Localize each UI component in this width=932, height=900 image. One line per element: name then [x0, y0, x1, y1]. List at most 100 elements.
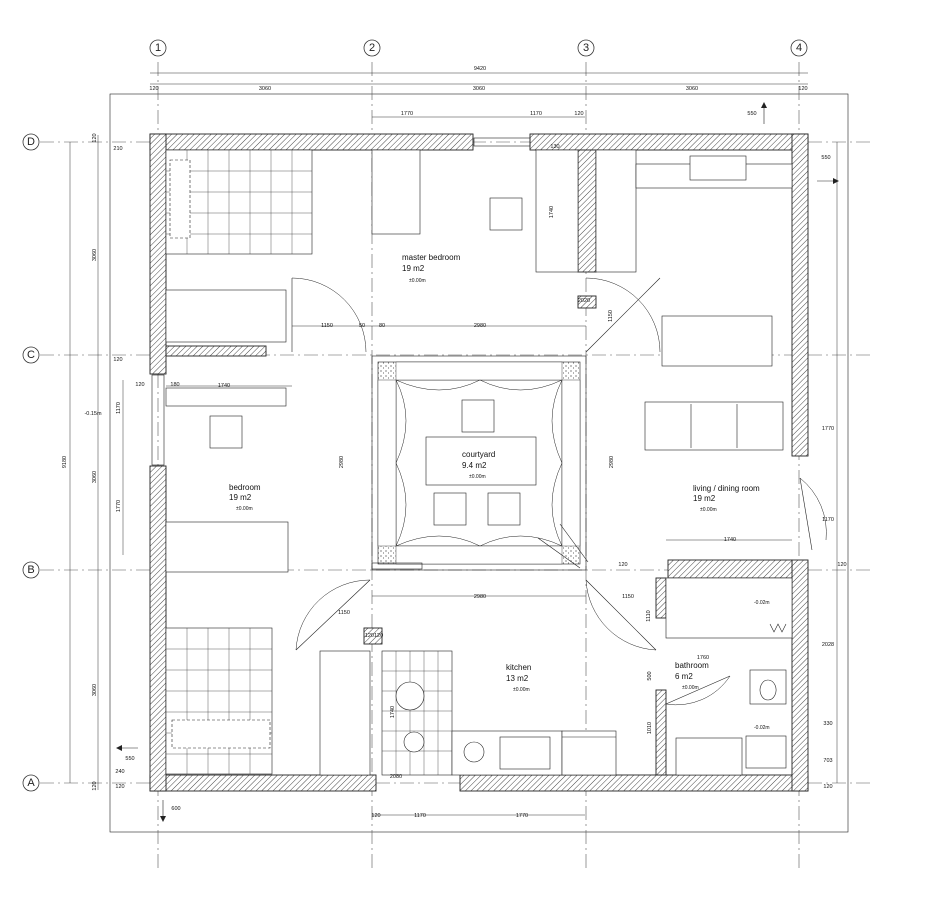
dim-left-total: 9180 — [62, 456, 68, 468]
dim-right-3: 1170 — [822, 517, 834, 523]
dim-right-1: 550 — [821, 155, 830, 161]
dim-inner-2980-b: 2980 — [474, 594, 486, 600]
dim-inner-2980-d: 2980 — [609, 456, 615, 468]
dim-inner-500: 500 — [647, 671, 653, 680]
room-label-kitchen: kitchen 13 m2 ±0.00m — [506, 663, 531, 693]
axis-label-1: 1 — [155, 42, 161, 54]
dim-inner-1740-a: 1740 — [218, 383, 230, 389]
dim-inner-1760: 1760 — [697, 655, 709, 661]
room-level-master-bedroom: ±0.00m — [409, 278, 426, 284]
dim-inner-120120: 120120 — [365, 633, 383, 639]
axis-label-C: C — [27, 349, 35, 361]
dim-left-edge-bottom: 120 — [92, 781, 98, 790]
dim-inner-1150-b: 1150 — [622, 594, 634, 600]
dim-inner-2080: 2080 — [390, 774, 402, 780]
room-name-master-bedroom: master bedroom — [402, 253, 461, 262]
living-furniture — [595, 149, 793, 451]
dim-top-total: 9420 — [474, 66, 486, 72]
dimensions-bottom: 120 1170 1770 600 — [160, 800, 585, 822]
room-name-bedroom: bedroom — [229, 483, 261, 492]
dim-top-edge-right: 120 — [798, 86, 807, 92]
dim-left-bottom-1: 550 — [125, 756, 134, 762]
room-label-living: living / dining room 19 m2 ±0.00m — [693, 484, 760, 513]
axis-label-B: B — [27, 564, 34, 576]
inner-dimensions: 1150 2980 50 80 2980 1150 1150 2980 2980… — [166, 144, 792, 780]
dim-right-7: 703 — [823, 758, 832, 764]
dim-bottom-2: 1170 — [414, 813, 426, 819]
courtyard — [371, 355, 587, 571]
axis-label-4: 4 — [796, 42, 802, 54]
dim-left-level: -0.15m — [84, 411, 102, 417]
dim-inner-1740-b: 1740 — [549, 206, 555, 218]
room-level-living: ±0.00m — [700, 507, 717, 513]
dim-bottom-left-note: 600 — [171, 806, 180, 812]
dim-right-6: 330 — [823, 721, 832, 727]
dim-inner-130: 130 — [550, 144, 559, 150]
dim-inner-50-a: 50 — [359, 323, 365, 329]
room-area-bedroom: 19 m2 — [229, 493, 252, 502]
master-bedroom-furniture — [165, 149, 579, 343]
dim-inner-1740-c: 1740 — [724, 537, 736, 543]
dim-inner-120: 120 — [618, 562, 627, 568]
dim-inner-1150-c: 1150 — [338, 610, 350, 616]
dim-left-small-1: 210 — [113, 146, 122, 152]
dim-inner-2020: 2020 — [578, 298, 590, 304]
room-label-bedroom: bedroom 19 m2 ±0.00m — [229, 483, 261, 512]
room-level-bathroom: ±0.00m — [682, 685, 699, 691]
dim-bottom-3: 1770 — [516, 813, 528, 819]
dim-left-bottom-3: 120 — [115, 784, 124, 790]
dim-inner-2980-a: 2980 — [474, 323, 486, 329]
bathroom-furniture: -0.02m -0.02m — [665, 577, 793, 776]
bedroom-furniture — [165, 387, 289, 775]
dim-right-4: 120 — [837, 562, 846, 568]
dim-top-edge-left: 120 — [149, 86, 158, 92]
room-area-living: 19 m2 — [693, 494, 716, 503]
dim-inner-1740-d: 1740 — [390, 706, 396, 718]
dim-inner-1010: 1010 — [647, 722, 653, 734]
axis-bubbles: 1 2 3 4 D C B A — [22, 39, 808, 792]
dimensions-left: 9180 120 3060 3060 3060 120 1170 1770 21… — [62, 133, 180, 790]
room-label-courtyard: courtyard 9.4 m2 ±0.00m — [462, 450, 495, 480]
dim-inner-1110: 1110 — [646, 610, 652, 621]
dim-right-2: 1770 — [822, 426, 834, 432]
dimensions-top: 9420 120 3060 3060 3060 120 1770 1170 12… — [149, 66, 808, 124]
doors — [291, 277, 827, 706]
room-label-master-bedroom: master bedroom 19 m2 ±0.00m — [402, 253, 461, 284]
dim-inner-2980-c: 2980 — [339, 456, 345, 468]
dim-left-bay-2: 3060 — [92, 471, 98, 483]
room-area-bathroom: 6 m2 — [675, 672, 693, 681]
dim-top-bay-2: 3060 — [473, 86, 485, 92]
axis-label-2: 2 — [369, 42, 375, 54]
drawing-frame — [109, 93, 849, 833]
dim-left-small-3: 120 — [135, 382, 144, 388]
room-name-bathroom: bathroom — [675, 661, 709, 670]
dim-left-bottom-2: 240 — [115, 769, 124, 775]
dimensions-right: 550 1770 1170 120 2028 330 703 120 — [817, 142, 847, 790]
dim-inner-1150-a: 1150 — [321, 323, 333, 329]
dim-left-small-4: 180 — [170, 382, 179, 388]
dim-bottom-1: 120 — [371, 813, 380, 819]
dim-inner-80-a: 80 — [379, 323, 385, 329]
dim-left-edge-top: 120 — [92, 133, 98, 142]
dim-top-window-2: 1170 — [530, 111, 542, 117]
room-level-courtyard: ±0.00m — [469, 474, 486, 480]
room-area-master-bedroom: 19 m2 — [402, 264, 425, 273]
room-name-courtyard: courtyard — [462, 450, 495, 459]
dim-left-bay-1: 3060 — [92, 249, 98, 261]
dim-left-bay-3: 3060 — [92, 684, 98, 696]
axis-label-3: 3 — [583, 42, 589, 54]
dim-left-small-2: 120 — [113, 357, 122, 363]
room-label-bathroom: bathroom 6 m2 ±0.00m — [675, 661, 709, 691]
dim-top-bay-3: 3060 — [686, 86, 698, 92]
dim-top-window-1: 1770 — [401, 111, 413, 117]
dim-left-window-2: 1770 — [116, 500, 122, 512]
dim-inner-1150-d: 1150 — [608, 310, 614, 322]
dim-right-5: 2028 — [822, 642, 834, 648]
room-level-bedroom: ±0.00m — [236, 506, 253, 512]
room-level-kitchen: ±0.00m — [513, 687, 530, 693]
room-area-courtyard: 9.4 m2 — [462, 461, 487, 470]
axis-label-D: D — [27, 136, 35, 148]
bath-level-lower: -0.02m — [754, 725, 770, 731]
dim-top-window-3: 120 — [574, 111, 583, 117]
